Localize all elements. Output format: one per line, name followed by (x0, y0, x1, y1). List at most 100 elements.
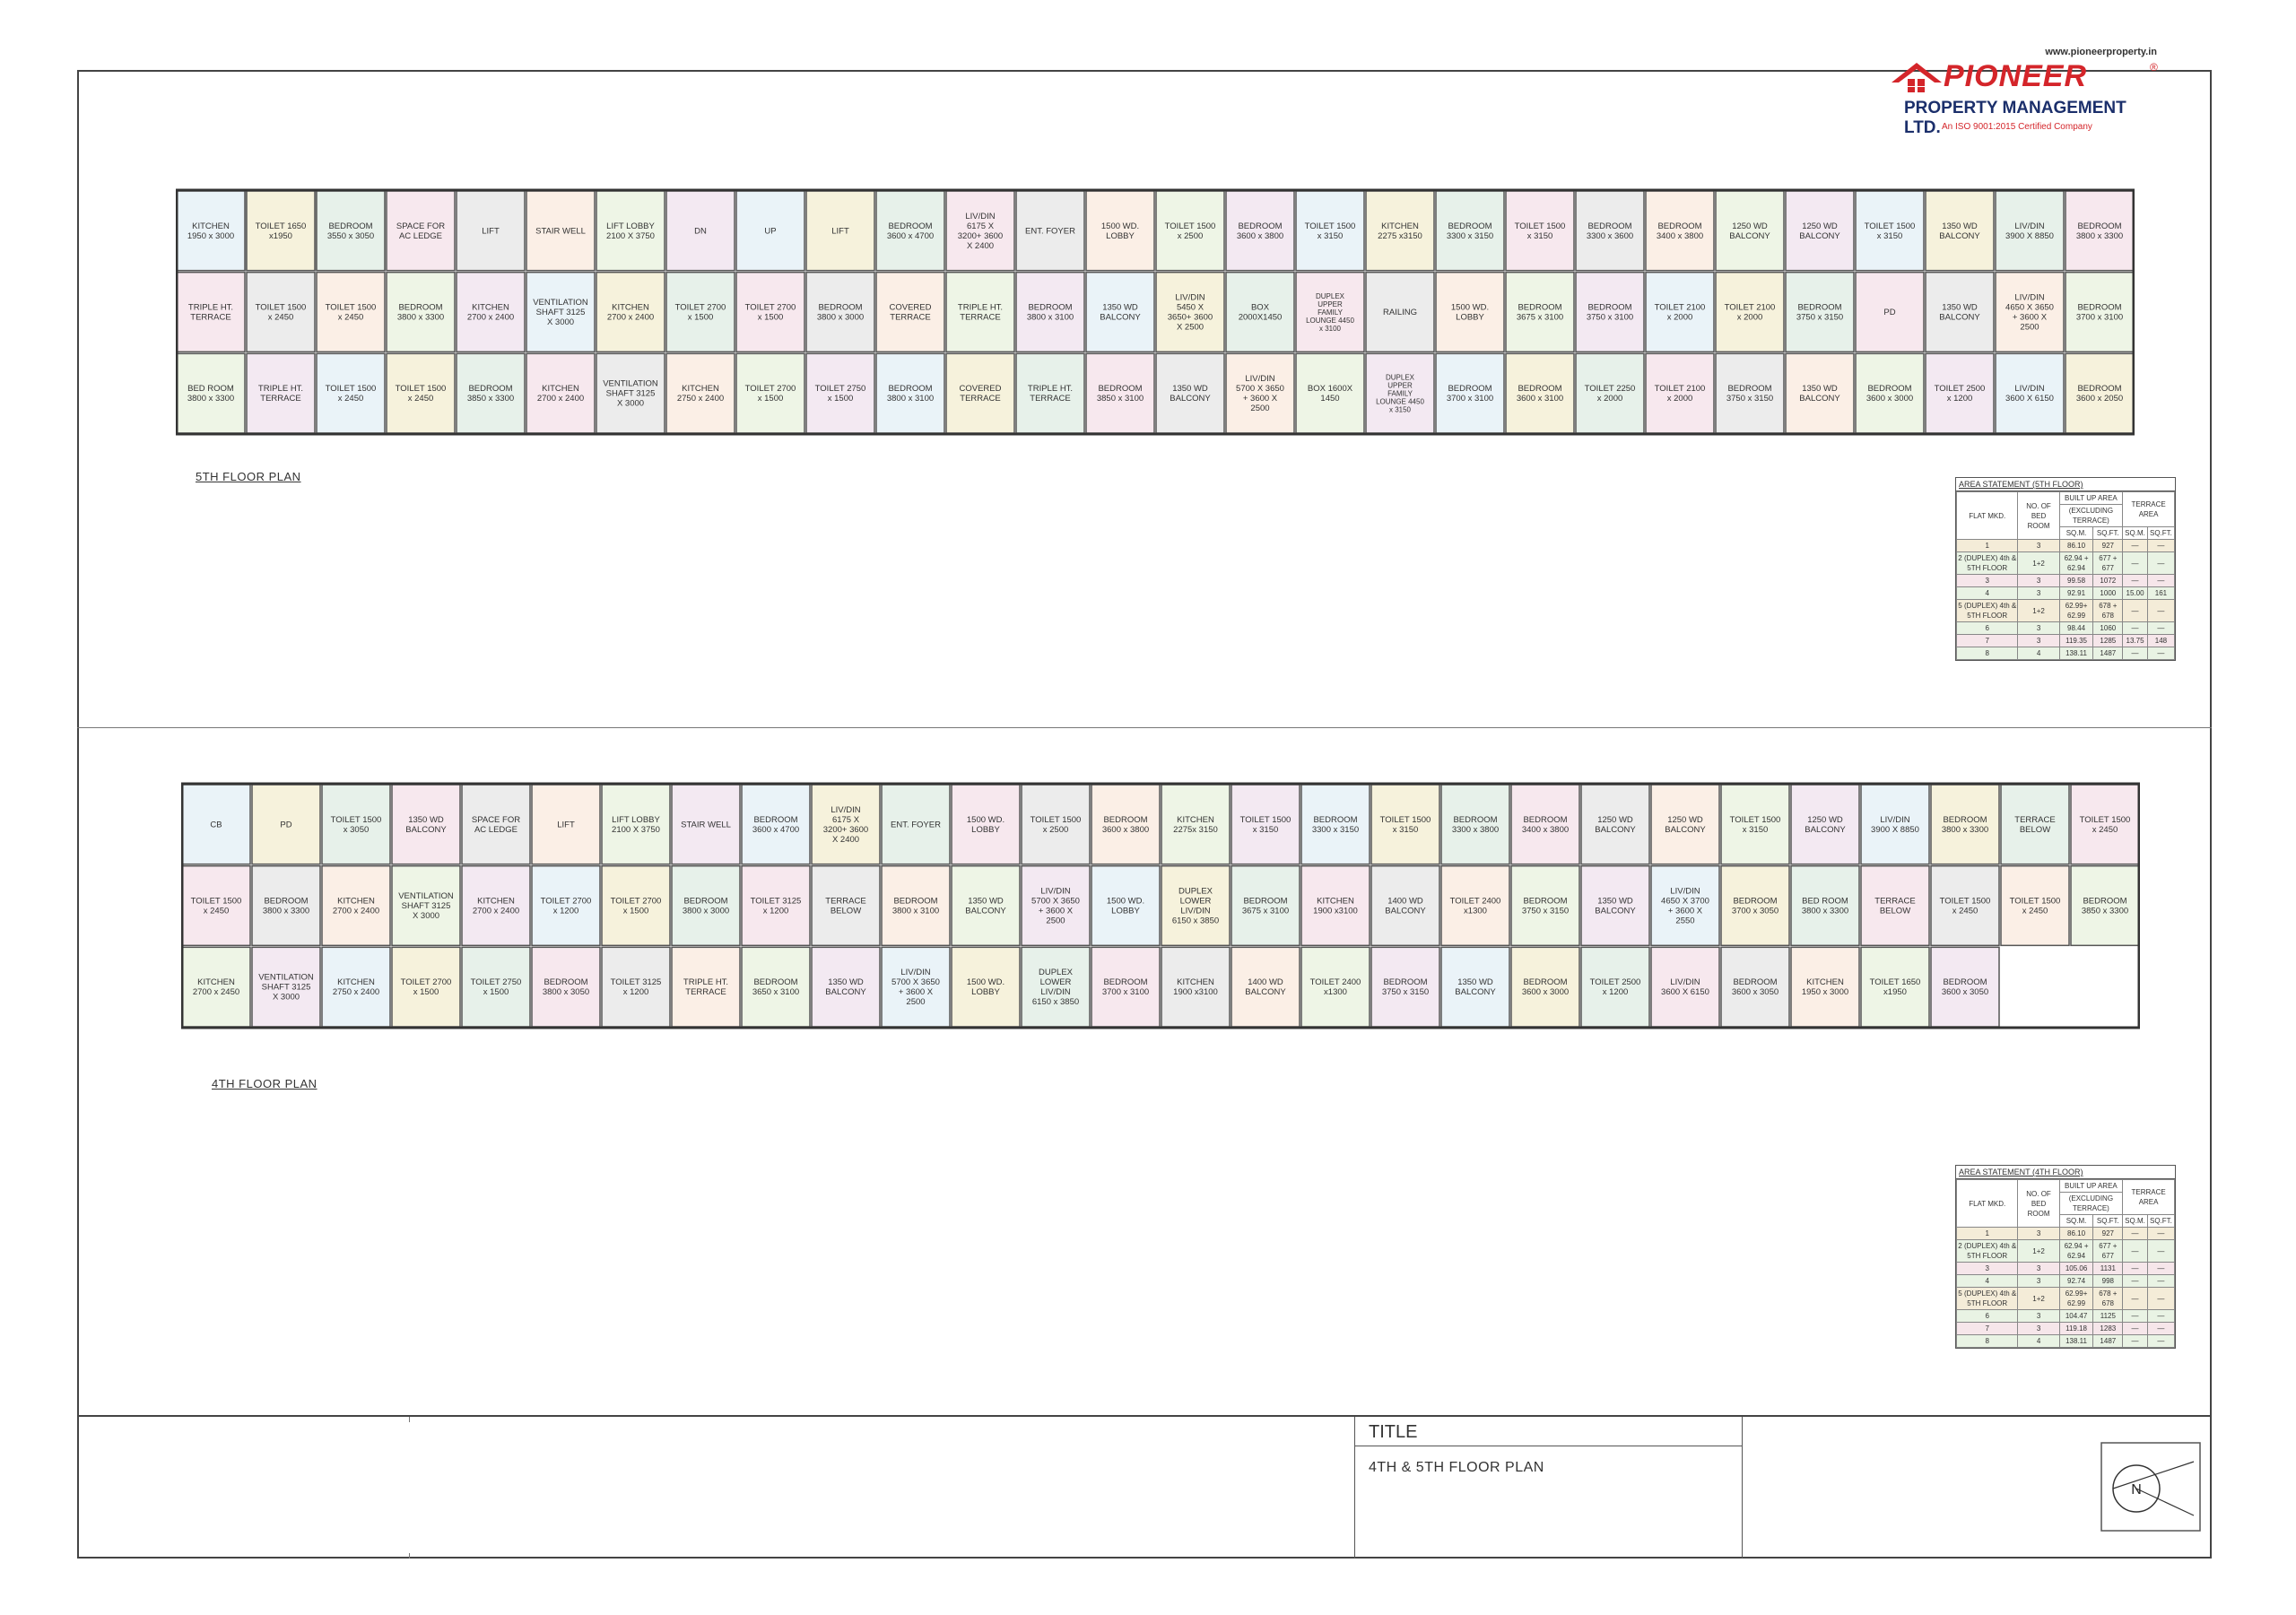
title-label: TITLE (1369, 1422, 1418, 1442)
area-caption: AREA STATEMENT (4TH FLOOR) (1956, 1166, 2175, 1179)
room: CB (181, 784, 251, 865)
company-logo: www.pioneerproperty.in PIONEER ® PROPERT… (1888, 47, 2158, 140)
table-cell: 92.91 (2058, 586, 2094, 600)
table-cell: 1+2 (2017, 1239, 2060, 1263)
table-cell: 3 (2017, 1274, 2060, 1288)
table-cell: 927 (2092, 1227, 2124, 1240)
table-cell: 1+2 (2017, 599, 2060, 622)
room: 1500 WD.LOBBY (1085, 190, 1155, 272)
drawing-frame (77, 70, 2212, 1559)
table-cell: 3 (2017, 1262, 2060, 1275)
table-cell: — (2122, 599, 2148, 622)
area-table: FLAT MKD. NO. OF BED ROOM BUILT UP AREA … (1955, 491, 2176, 660)
table-cell: 119.35 (2058, 634, 2094, 647)
table-cell: 6 (1955, 1309, 2019, 1323)
room: UP (735, 190, 805, 272)
terrace-header: TERRACE AREA (2122, 491, 2175, 527)
room: LIFT (531, 784, 601, 865)
table-cell: 119.18 (2058, 1322, 2094, 1335)
room: STAIR WELL (671, 784, 741, 865)
built-up-header: BUILT UP AREA (2058, 1179, 2124, 1193)
table-cell: 4 (2017, 1334, 2060, 1348)
table-cell: 62.99+ 62.99 (2058, 599, 2094, 622)
table-cell: 7 (1955, 1322, 2019, 1335)
room: 1500 WD.LOBBY (1091, 864, 1161, 947)
sqm-header: SQ.M. (2122, 1214, 2148, 1228)
area-statement-5th-floor: AREA STATEMENT (5TH FLOOR) FLAT MKD. NO.… (1955, 477, 2176, 661)
room: 1500 WD.LOBBY (1435, 271, 1505, 353)
room-label: 1500 WD.LOBBY (1101, 221, 1139, 241)
table-cell: 138.11 (2058, 1334, 2094, 1348)
